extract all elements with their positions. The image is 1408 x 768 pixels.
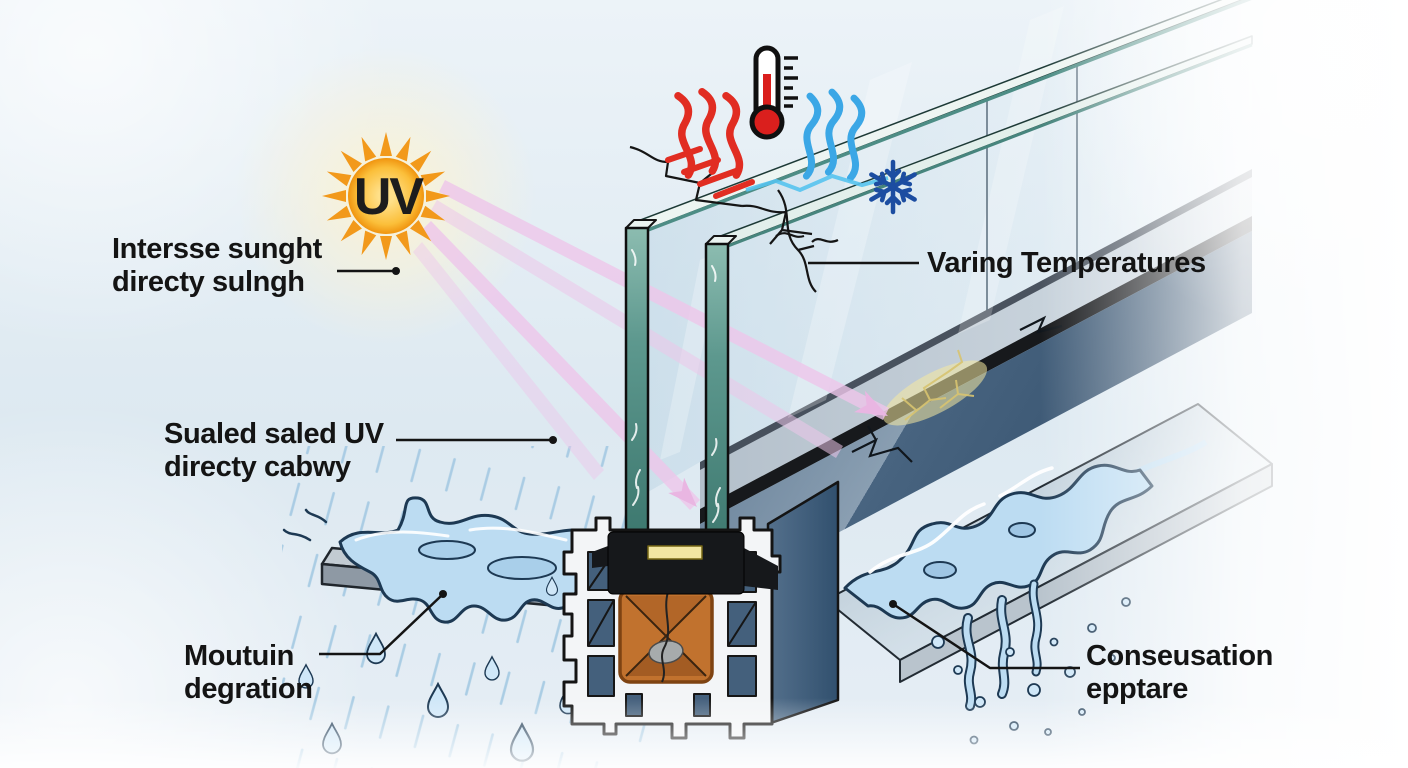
thermometer-scale [784,56,798,108]
label-temperature-line1: Varing Temperatures [927,247,1206,279]
leader-lines [319,261,1080,670]
frame-extrusion-face [766,480,840,726]
glazing-unit [624,219,737,570]
label-seal: Sualed saled UV directy cabwy [164,418,384,484]
sealant-strip [647,545,703,560]
leader-line-condensation [889,600,1080,670]
label-seal-line2: directy cabwy [164,451,351,483]
chamber-void [648,640,684,664]
uv-ray [413,242,604,480]
label-sunlight: Intersse sunght directy sulngh [112,233,322,299]
uv-ray-arrow [854,390,888,416]
chamber-crack [661,591,670,683]
label-moisture: Moutuin degration [184,640,313,706]
leader-line-moisture [319,590,447,656]
label-sunlight-line2: directy sulngh [112,266,305,298]
uv-ray-arrow-icon [668,390,888,507]
sealant-cracks [901,349,975,421]
frost-line [745,173,889,193]
heat-dashes [665,146,755,199]
condensation-drips [961,579,1043,711]
label-condensation-line1: Conseusation [1086,640,1273,672]
label-condensation: Conseusation epptare [1086,640,1273,706]
label-temperature: Varing Temperatures [927,247,1206,280]
label-sunlight-line1: Intersse sunght [112,233,322,265]
label-moisture-line2: degration [184,673,313,705]
failed-sealant-glow [882,360,988,426]
uv-ray [439,180,889,420]
sun-icon: UV [322,132,450,260]
heat-waves-icon [665,91,755,199]
uv-ray-arrow [668,477,697,507]
sun-uv-label: UV [354,168,425,226]
glass-pane-outer-edge [624,226,650,556]
label-moisture-line1: Moutuin [184,640,294,672]
leader-line-sunlight [337,267,400,275]
thermometer-icon [749,45,798,140]
label-condensation-line2: epptare [1086,673,1188,705]
thermal-break-chamber [618,588,714,684]
leader-line-seal [396,436,557,444]
uv-rays [413,180,889,510]
glass-pane-inner-edge [704,242,730,570]
glazing-channel [592,531,778,595]
label-seal-line1: Sualed saled UV [164,418,384,450]
